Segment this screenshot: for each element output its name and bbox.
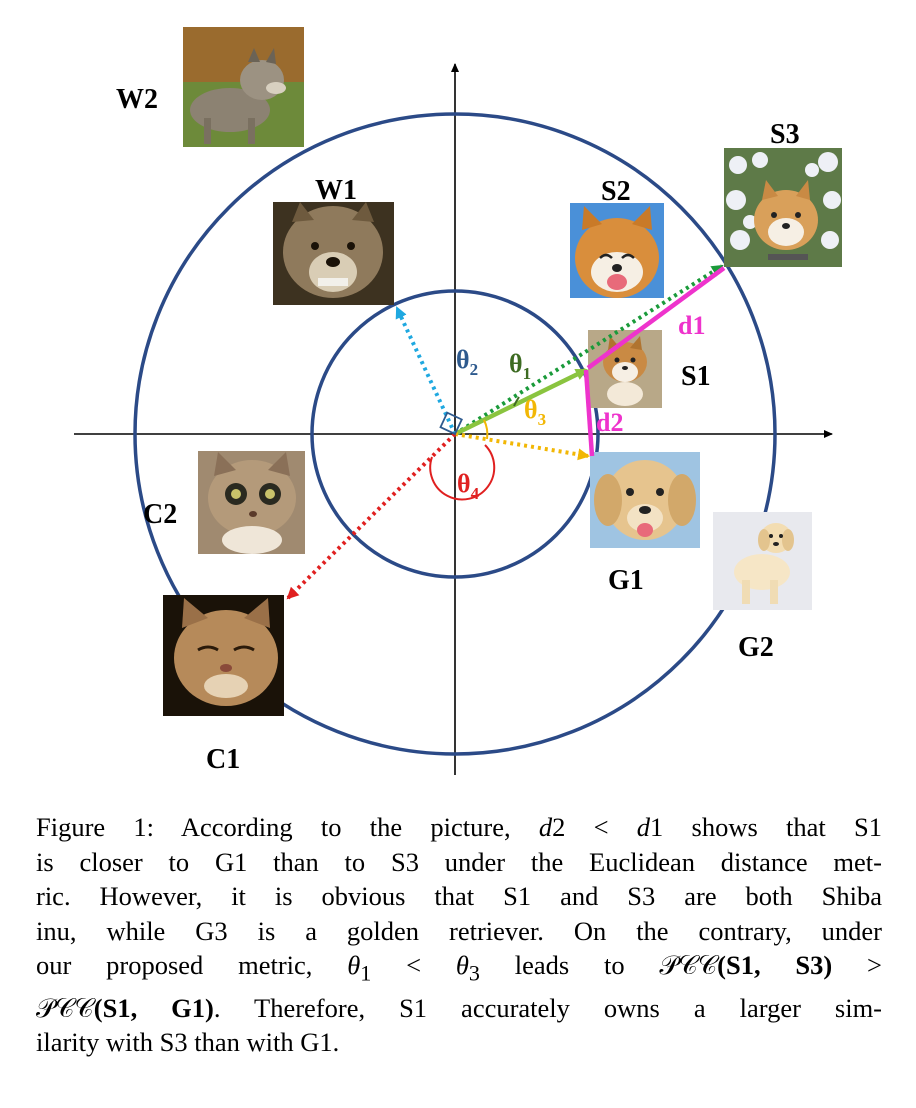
outer-circle <box>133 112 777 756</box>
label-g2: G2 <box>738 632 774 663</box>
right-angle-mark <box>439 411 463 436</box>
vector-w1-dotted <box>395 306 457 435</box>
caption-line-1: Figure 1: According to the picture, d2 <… <box>36 812 882 842</box>
wolf-standing-image <box>183 27 304 147</box>
caption-line-2: is closer to G1 than to S3 under the Euc… <box>36 846 882 877</box>
theta4-label: θ4 <box>457 469 480 503</box>
caption-line-4: inu, while G3 is a golden retriever. On … <box>36 915 882 946</box>
label-g1: G1 <box>608 565 644 596</box>
theta2-label: θ2 <box>456 345 478 379</box>
vector-s1 <box>454 367 588 437</box>
caption-line-6: 𝒫𝒞𝒞(S1, G1). Therefore, S1 accurately ow… <box>36 992 883 1023</box>
shiba-flowers-image <box>724 148 842 267</box>
inner-circle <box>310 289 600 579</box>
caption-line-7: ilarity with S3 than with G1. <box>36 1027 340 1058</box>
label-c2: C2 <box>143 499 177 530</box>
label-w2: W2 <box>116 84 158 115</box>
cat-squinting-image <box>163 595 284 716</box>
label-s3: S3 <box>770 119 800 150</box>
vector-g1-dotted <box>454 432 590 461</box>
d1-label: d1 <box>678 311 705 340</box>
caption-line-5: our proposed metric, θ1 < θ3 leads to 𝒫𝒞… <box>36 950 882 986</box>
theta1-arc <box>513 396 520 407</box>
golden-standing-image <box>713 512 812 610</box>
figure-caption: Figure 1: According to the picture, d2 <… <box>36 810 882 1060</box>
distance-d1 <box>586 266 726 370</box>
golden-face-image <box>590 452 700 548</box>
label-s2: S2 <box>601 176 631 207</box>
distance-d2 <box>583 369 595 457</box>
wolf-face-image <box>273 202 394 305</box>
label-w1: W1 <box>315 175 357 206</box>
caption-line-3: ric. However, it is obvious that S1 and … <box>36 881 882 911</box>
label-c1: C1 <box>206 744 240 775</box>
theta1-label: θ1 <box>509 349 531 383</box>
cat-surprised-image <box>198 451 305 554</box>
theta3-label: θ3 <box>524 395 546 429</box>
theta3-arc <box>483 419 489 440</box>
figure-diagram: W2 W1 S3 <box>74 27 842 775</box>
d2-label: d2 <box>596 408 623 437</box>
label-s1: S1 <box>681 361 711 392</box>
shiba-smiling-image <box>570 203 664 298</box>
theta4-arc <box>429 444 496 501</box>
